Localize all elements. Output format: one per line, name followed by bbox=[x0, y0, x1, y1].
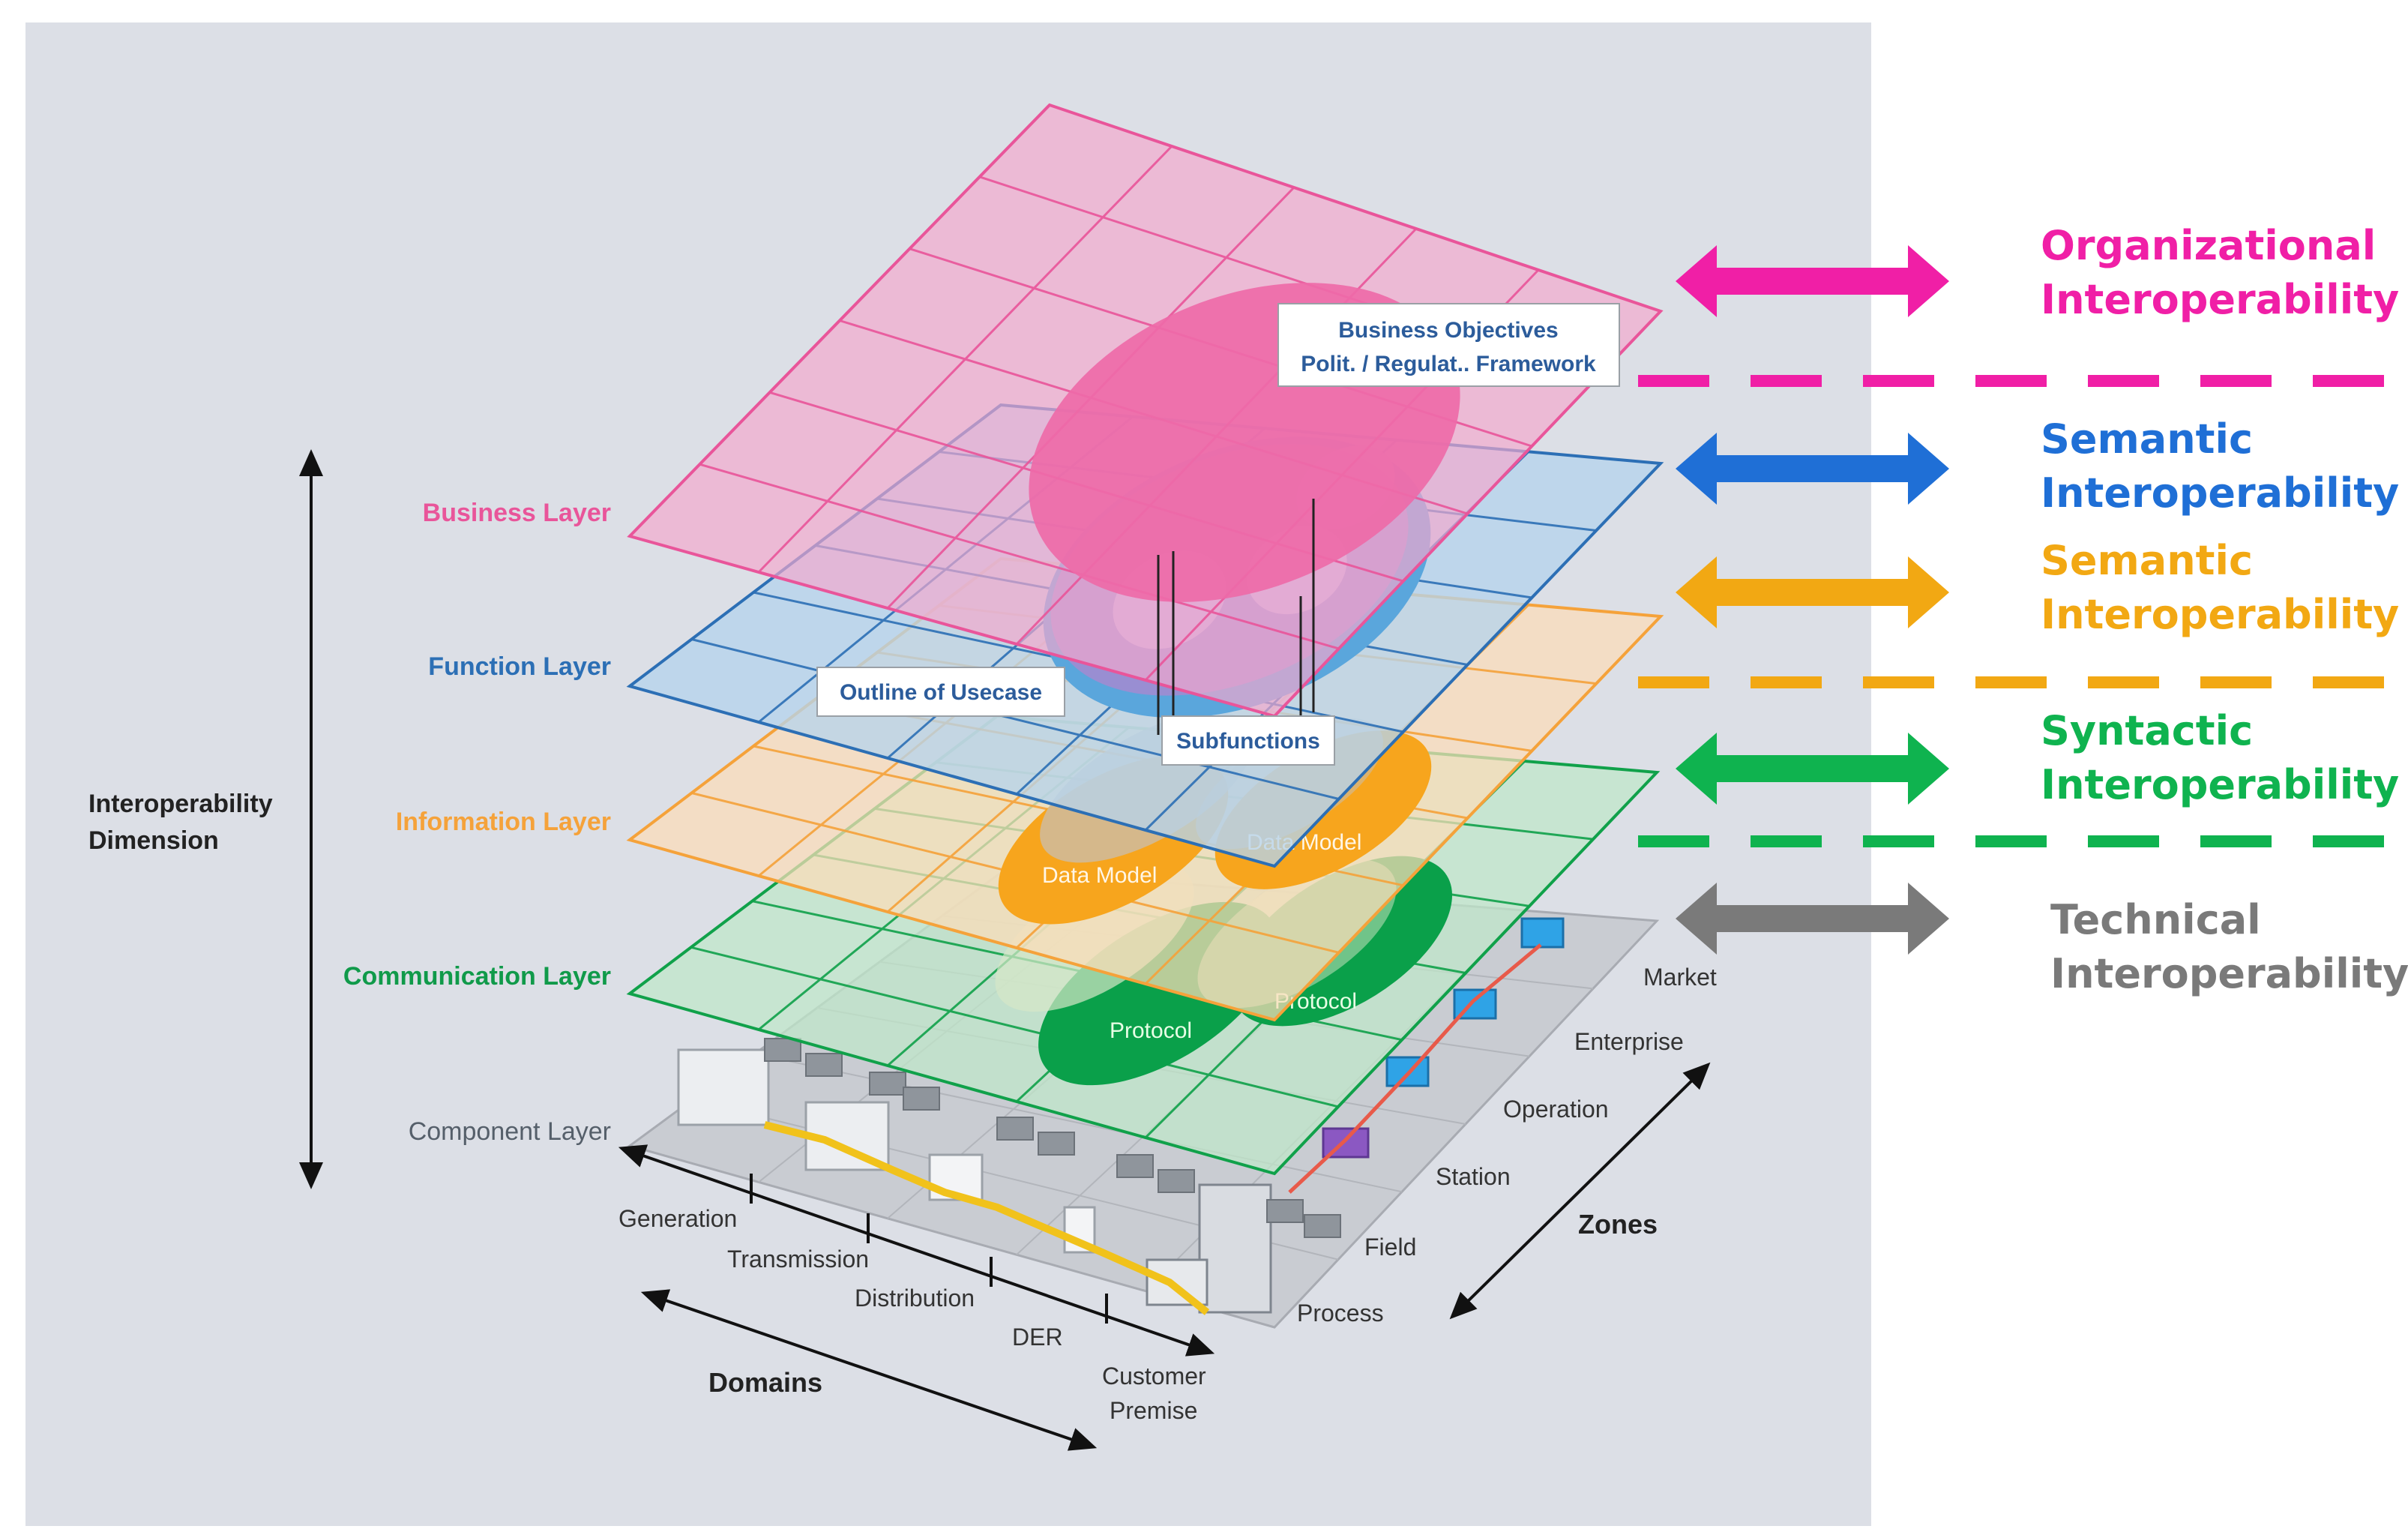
domains-axis: Generation Transmission Distribution DER… bbox=[618, 1144, 1215, 1451]
zone-market: Market bbox=[1643, 964, 1717, 991]
house-icon bbox=[1146, 1258, 1208, 1306]
zone-operation: Operation bbox=[1503, 1096, 1609, 1123]
interop-4-line1: Technical bbox=[2050, 896, 2261, 943]
information-layer-label: Information Layer bbox=[396, 808, 611, 836]
business-layer-label: Business Layer bbox=[423, 499, 611, 527]
interop-arrow-2 bbox=[1676, 556, 1949, 628]
domain-premise: Premise bbox=[1110, 1397, 1197, 1424]
zone-process: Process bbox=[1297, 1300, 1384, 1327]
interop-0-line2: Interoperability bbox=[2041, 276, 2399, 323]
domain-generation: Generation bbox=[618, 1205, 737, 1232]
domains-title: Domains bbox=[708, 1367, 822, 1398]
interop-2-line1: Semantic bbox=[2041, 537, 2253, 584]
domain-transmission: Transmission bbox=[727, 1246, 869, 1273]
communication-layer-label: Communication Layer bbox=[343, 962, 611, 991]
domains-arrow bbox=[640, 1289, 1098, 1451]
business-objectives-line1: Business Objectives bbox=[1338, 318, 1558, 343]
zone-field: Field bbox=[1364, 1234, 1416, 1261]
zones-arrow bbox=[1449, 1062, 1711, 1320]
generation-plant-icon bbox=[677, 1048, 770, 1126]
interop-2-line2: Interoperability bbox=[2041, 591, 2399, 638]
protocol-label-left: Protocol bbox=[1110, 1018, 1192, 1043]
domain-distribution: Distribution bbox=[855, 1285, 975, 1312]
interop-3-line2: Interoperability bbox=[2041, 761, 2399, 808]
interop-4-line2: Interoperability bbox=[2050, 950, 2408, 997]
component-layer-label: Component Layer bbox=[409, 1117, 611, 1146]
zone-station: Station bbox=[1436, 1163, 1511, 1190]
station-device-icon bbox=[1322, 1127, 1370, 1159]
interop-1-line2: Interoperability bbox=[2041, 469, 2399, 517]
interoperability-legend: Organizational Interoperability Semantic… bbox=[1638, 222, 2408, 997]
zones-title: Zones bbox=[1578, 1209, 1658, 1240]
dimension-label-line2: Dimension bbox=[88, 826, 219, 855]
subfunctions-label: Subfunctions bbox=[1176, 729, 1320, 754]
interop-1-line1: Semantic bbox=[2041, 415, 2253, 463]
interop-0-line1: Organizational bbox=[2041, 222, 2376, 269]
business-objectives-callout: Business Objectives Polit. / Regulat.. F… bbox=[1277, 303, 1620, 387]
domain-customer: Customer bbox=[1102, 1363, 1206, 1390]
data-model-label-left: Data Model bbox=[1042, 863, 1157, 888]
interop-arrow-0 bbox=[1676, 245, 1949, 317]
interop-arrow-4 bbox=[1676, 883, 1949, 955]
zone-enterprise: Enterprise bbox=[1574, 1028, 1684, 1055]
operation-device-icon bbox=[1385, 1056, 1430, 1087]
function-layer-label: Function Layer bbox=[428, 652, 611, 681]
interop-arrow-1 bbox=[1676, 433, 1949, 505]
subfunctions-callout: Subfunctions bbox=[1161, 715, 1335, 766]
market-device-icon bbox=[1520, 917, 1565, 949]
interop-3-line1: Syntactic bbox=[2041, 707, 2253, 754]
outline-usecase-callout: Outline of Usecase bbox=[816, 667, 1065, 717]
dimension-label-line1: Interoperability bbox=[88, 790, 273, 818]
business-objectives-line2: Polit. / Regulat.. Framework bbox=[1301, 352, 1596, 376]
interop-arrow-3 bbox=[1676, 733, 1949, 805]
subfunction-lines bbox=[1157, 499, 1315, 735]
outline-usecase-label: Outline of Usecase bbox=[840, 680, 1042, 705]
customer-building-icon bbox=[1198, 1183, 1272, 1314]
zones-axis: Process Field Station Operation Enterpri… bbox=[1297, 964, 1717, 1327]
domain-der: DER bbox=[1012, 1324, 1063, 1351]
